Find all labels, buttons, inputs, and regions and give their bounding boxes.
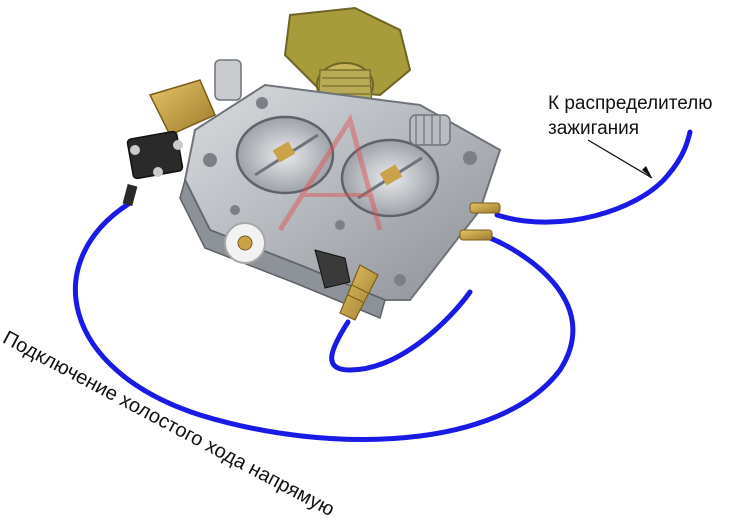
watermark-logo (277, 113, 383, 232)
distributor-label-line1: К распределителю (548, 93, 713, 114)
leader-arrowhead (642, 166, 652, 178)
black-bracket (314, 249, 351, 289)
leader-line (587, 139, 653, 179)
return-spring (409, 114, 451, 146)
brass-fitting-distributor (469, 202, 501, 214)
distributor-label-line2: зажигания (548, 118, 640, 139)
hose-distributor (494, 129, 693, 225)
hose-idle-short (329, 289, 473, 373)
white-gear (224, 222, 266, 264)
brass-nozzle-bottom (339, 264, 379, 321)
hose-idle (72, 200, 576, 442)
idle-solenoid (122, 59, 242, 206)
brass-fitting-idle (459, 229, 493, 241)
